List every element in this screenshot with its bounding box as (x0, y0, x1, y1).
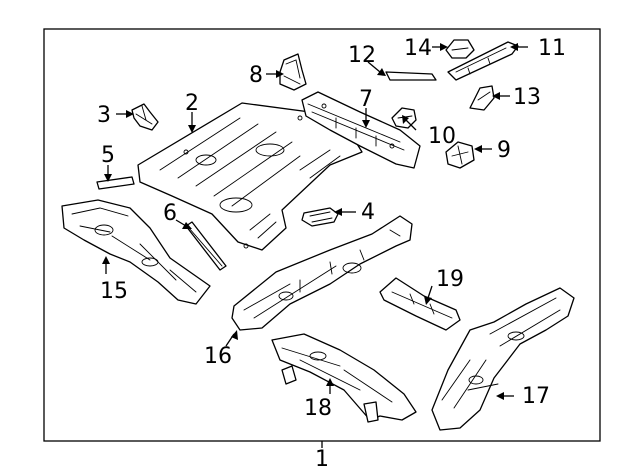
callout-8: 8 (249, 63, 263, 88)
part-4-bracket (301, 207, 339, 227)
callout-12: 12 (348, 43, 376, 68)
part-8-bracket (279, 53, 307, 91)
part-19-bracket (379, 277, 461, 331)
part-6-strip (185, 221, 227, 271)
callout-2: 2 (185, 91, 199, 116)
callout-1: 1 (315, 447, 329, 471)
callout-6: 6 (163, 201, 177, 226)
callout-11: 11 (538, 36, 566, 61)
callout-13: 13 (513, 85, 541, 110)
part-3-bracket (131, 103, 159, 131)
part-17-right-rail (431, 287, 575, 431)
part-5-plate (96, 176, 135, 190)
part-13-bracket (469, 85, 495, 111)
callout-15: 15 (100, 279, 128, 304)
part-11-rail (447, 41, 519, 81)
callout-3: 3 (97, 103, 111, 128)
callout-16: 16 (204, 344, 232, 369)
part-9-bracket (445, 141, 475, 169)
part-7-crossmember (301, 91, 421, 169)
callout-10: 10 (428, 124, 456, 149)
callout-4: 4 (361, 200, 375, 225)
part-15-rear-rail (61, 199, 211, 305)
part-12-bar (385, 71, 437, 81)
part-14-bracket (445, 39, 475, 59)
callout-19: 19 (436, 267, 464, 292)
callout-14: 14 (404, 36, 432, 61)
callout-18: 18 (304, 396, 332, 421)
part-2-rear-floor-pan (137, 102, 363, 251)
callout-7: 7 (359, 87, 373, 112)
callout-9: 9 (497, 138, 511, 163)
part-16-side-rail (231, 215, 413, 331)
part-18-lower-rail (271, 333, 417, 423)
callout-5: 5 (101, 143, 115, 168)
leader-lines (102, 43, 528, 400)
callout-17: 17 (522, 384, 550, 409)
